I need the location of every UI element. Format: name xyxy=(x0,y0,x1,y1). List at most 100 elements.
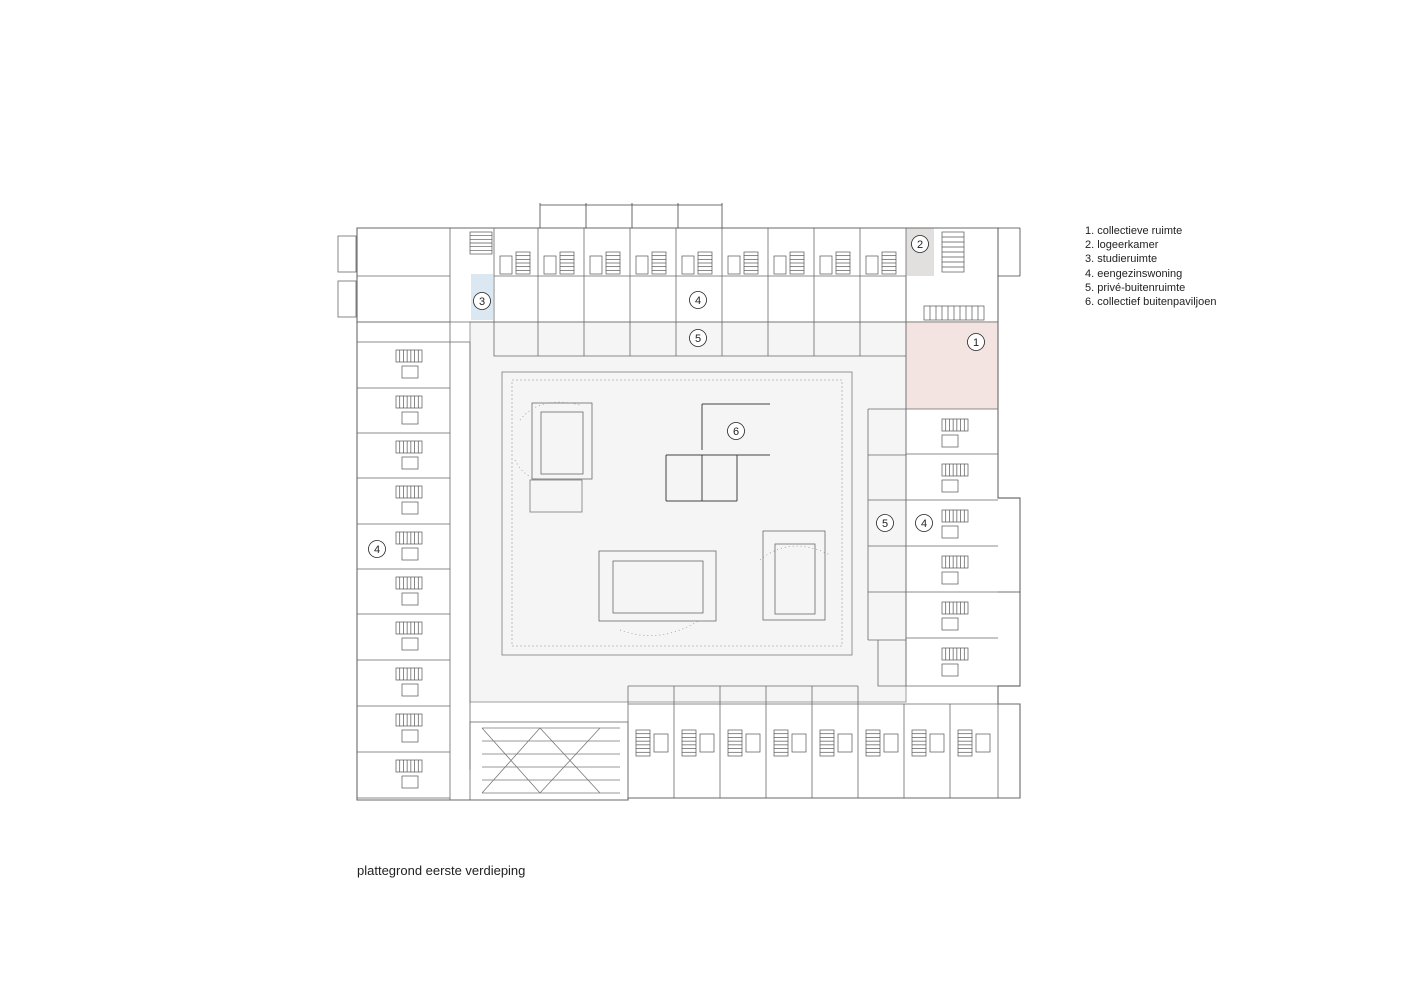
top-grid-lines xyxy=(539,203,723,228)
legend: 1. collectieve ruimte 2. logeerkamer 3. … xyxy=(1085,224,1216,309)
svg-text:4: 4 xyxy=(921,518,927,530)
unit-fixture xyxy=(543,255,557,275)
balcony-west-2 xyxy=(337,280,357,318)
unit-fixture xyxy=(865,255,879,275)
svg-text:1: 1 xyxy=(973,337,979,349)
unit-fixture xyxy=(941,525,959,539)
unit-fixture xyxy=(883,733,899,753)
unit-fixture xyxy=(401,547,419,561)
unit-stair xyxy=(395,759,423,773)
unit-fixture xyxy=(941,617,959,631)
marker-4-right: 4 xyxy=(915,514,933,532)
marker-5-top: 5 xyxy=(689,329,707,347)
collectieve-ruimte-fill xyxy=(906,321,998,409)
unit-stair xyxy=(773,729,789,757)
svg-text:4: 4 xyxy=(374,544,380,556)
unit-stair xyxy=(395,485,423,499)
top-row-walls xyxy=(356,228,907,323)
unit-fixture xyxy=(681,255,695,275)
unit-stair xyxy=(395,349,423,363)
unit-fixture xyxy=(401,456,419,470)
legend-item-studieruimte: 3. studieruimte xyxy=(1085,253,1158,266)
marker-5-right: 5 xyxy=(876,514,894,532)
unit-fixture xyxy=(941,479,959,493)
unit-fixture xyxy=(653,733,669,753)
unit-fixture xyxy=(589,255,603,275)
svg-text:5: 5 xyxy=(882,518,888,530)
unit-stair xyxy=(881,251,897,275)
pavilion-pool-1 xyxy=(531,402,593,480)
unit-fixture xyxy=(401,501,419,515)
unit-fixture xyxy=(941,571,959,585)
unit-fixture xyxy=(941,434,959,448)
pavilion-outline xyxy=(501,371,853,656)
pavilion-pool-3 xyxy=(762,530,826,621)
unit-fixture xyxy=(401,411,419,425)
balcony-west-1 xyxy=(337,235,357,273)
unit-stair xyxy=(395,395,423,409)
left-column-walls xyxy=(357,321,471,800)
marker-4-left: 4 xyxy=(368,540,386,558)
svg-text:5: 5 xyxy=(695,333,701,345)
unit-stair xyxy=(835,251,851,275)
unit-stair xyxy=(957,729,973,757)
right-grid-lines xyxy=(998,227,1021,687)
unit-fixture xyxy=(727,255,741,275)
top-row-balconies xyxy=(493,322,906,357)
unit-fixture xyxy=(499,255,513,275)
core-stair xyxy=(941,231,965,273)
unit-stair xyxy=(651,251,667,275)
unit-stair xyxy=(941,647,969,661)
unit-stair xyxy=(865,729,881,757)
unit-stair xyxy=(941,601,969,615)
pavilion-stair xyxy=(529,479,583,513)
unit-fixture xyxy=(699,733,715,753)
legend-item-prive-buitenruimte: 5. privé-buitenruimte xyxy=(1085,281,1186,294)
unit-stair xyxy=(395,531,423,545)
unit-fixture xyxy=(401,637,419,651)
unit-stair xyxy=(681,729,697,757)
bottom-stair-block xyxy=(469,721,629,801)
unit-fixture xyxy=(745,733,761,753)
svg-text:2: 2 xyxy=(917,239,923,251)
unit-stair xyxy=(395,713,423,727)
unit-stair xyxy=(395,576,423,590)
marker-2: 2 xyxy=(911,235,929,253)
plan-caption: plattegrond eerste verdieping xyxy=(357,863,526,878)
unit-fixture xyxy=(791,733,807,753)
unit-stair xyxy=(743,251,759,275)
unit-stair xyxy=(911,729,927,757)
svg-text:3: 3 xyxy=(479,296,485,308)
bottom-row-walls xyxy=(627,685,999,798)
svg-text:6: 6 xyxy=(733,426,739,438)
pavilion-frame xyxy=(665,403,770,502)
unit-stair xyxy=(559,251,575,275)
marker-6: 6 xyxy=(727,422,745,440)
unit-fixture xyxy=(941,663,959,677)
unit-stair xyxy=(395,440,423,454)
unit-fixture xyxy=(401,729,419,743)
unit-stair xyxy=(727,729,743,757)
unit-stair xyxy=(941,555,969,569)
legend-item-collectieve-ruimte: 1. collectieve ruimte xyxy=(1085,225,1183,237)
marker-3: 3 xyxy=(473,292,491,310)
unit-stair xyxy=(605,251,621,275)
legend-item-logeerkamer: 2. logeerkamer xyxy=(1085,239,1159,252)
unit-stair xyxy=(941,509,969,523)
unit-stair xyxy=(789,251,805,275)
pavilion-pool-2 xyxy=(598,550,717,622)
marker-1: 1 xyxy=(967,333,985,351)
unit-stair xyxy=(941,463,969,477)
unit-fixture xyxy=(773,255,787,275)
unit-stair xyxy=(395,667,423,681)
core-stair xyxy=(923,305,985,321)
unit-stair xyxy=(635,729,651,757)
unit-stair xyxy=(819,729,835,757)
legend-item-collectief-buitenpaviljoen: 6. collectief buitenpaviljoen xyxy=(1085,296,1217,309)
unit-stair xyxy=(515,251,531,275)
unit-stair xyxy=(395,621,423,635)
unit-stair xyxy=(697,251,713,275)
unit-fixture xyxy=(401,775,419,789)
unit-fixture xyxy=(401,592,419,606)
